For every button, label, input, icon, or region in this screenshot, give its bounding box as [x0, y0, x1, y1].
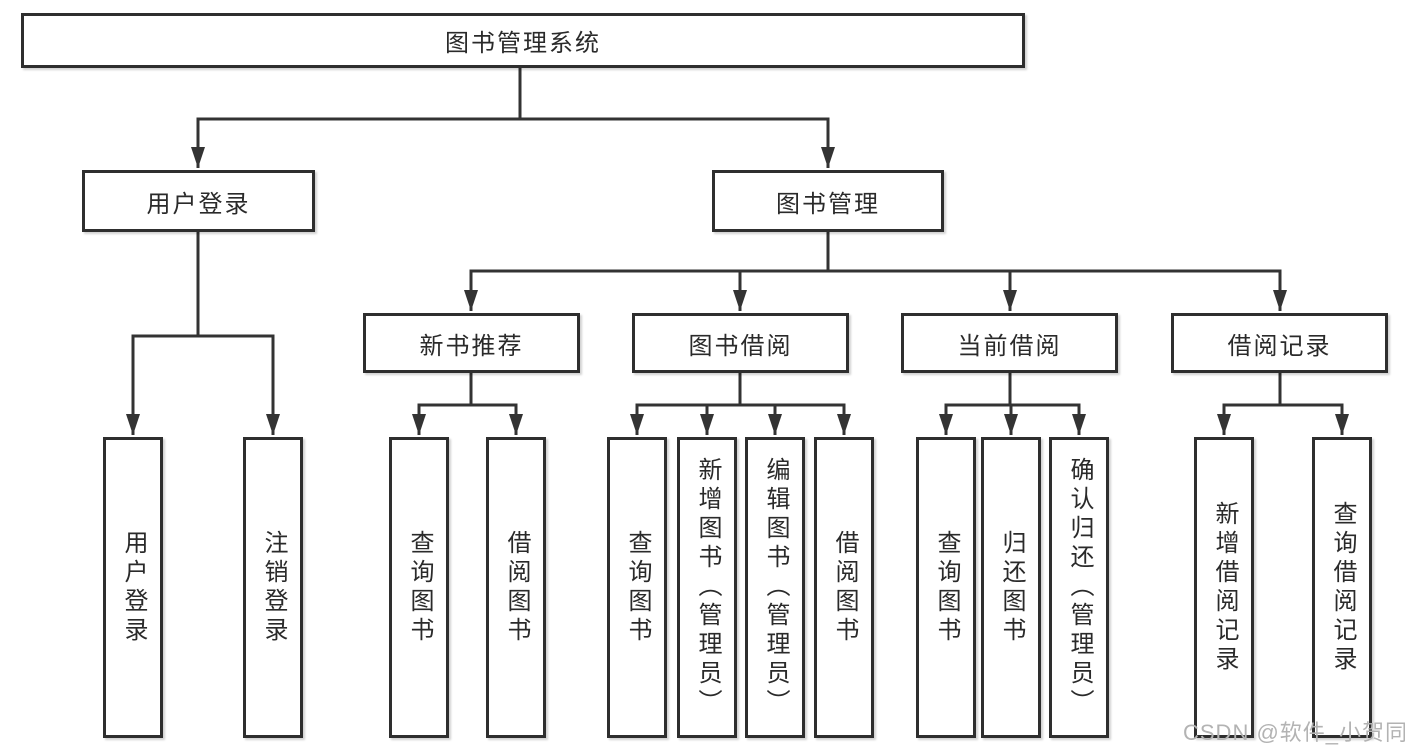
leaf-add-borrow-record: 新增借阅记录: [1194, 437, 1254, 738]
leaf-query-books-current: 查询图书: [916, 437, 976, 738]
leaf-edit-books-admin: 编辑图书（管理员）: [745, 437, 805, 738]
node-borrow-records: 借阅记录: [1171, 313, 1388, 373]
leaf-query-books-borrow: 查询图书: [607, 437, 667, 738]
node-new-book-recommend: 新书推荐: [363, 313, 580, 373]
csdn-watermark: CSDN @软件_小贺同学: [1183, 720, 1405, 745]
leaf-user-login-label: 用户登录: [120, 529, 147, 646]
leaf-add-borrow-record-label: 新增借阅记录: [1211, 500, 1238, 675]
leaf-confirm-return-admin-label: 确认归还（管理员）: [1066, 457, 1093, 718]
leaf-borrow-books-recommend: 借阅图书: [486, 437, 546, 738]
leaf-logout-login: 注销登录: [243, 437, 303, 738]
leaf-add-books-admin: 新增图书（管理员）: [677, 437, 737, 738]
leaf-query-books-recommend: 查询图书: [389, 437, 449, 738]
node-user-login: 用户登录: [82, 170, 315, 232]
leaf-query-borrow-record: 查询借阅记录: [1312, 437, 1372, 738]
leaf-query-books-recommend-label: 查询图书: [406, 529, 433, 646]
leaf-edit-books-admin-label: 编辑图书（管理员）: [762, 457, 789, 718]
leaf-query-books-current-label: 查询图书: [933, 529, 960, 646]
node-current-borrow-label: 当前借阅: [957, 332, 1062, 360]
node-book-management: 图书管理: [712, 170, 944, 232]
node-root-label: 图书管理系统: [445, 30, 601, 57]
node-new-book-recommend-label: 新书推荐: [419, 332, 524, 360]
node-book-borrow: 图书借阅: [632, 313, 849, 373]
leaf-borrow-books-label: 借阅图书: [831, 529, 858, 646]
leaf-query-borrow-record-label: 查询借阅记录: [1329, 500, 1356, 675]
leaf-borrow-books-recommend-label: 借阅图书: [503, 529, 530, 646]
leaf-query-books-borrow-label: 查询图书: [624, 529, 651, 646]
node-root: 图书管理系统: [21, 13, 1025, 68]
node-user-login-label: 用户登录: [146, 190, 251, 218]
node-book-borrow-label: 图书借阅: [688, 332, 793, 360]
node-book-management-label: 图书管理: [776, 190, 880, 218]
leaf-add-books-admin-label: 新增图书（管理员）: [694, 457, 721, 718]
leaf-borrow-books: 借阅图书: [814, 437, 874, 738]
leaf-confirm-return-admin: 确认归还（管理员）: [1049, 437, 1109, 738]
leaf-user-login: 用户登录: [103, 437, 163, 738]
leaf-logout-login-label: 注销登录: [260, 529, 287, 646]
leaf-return-books: 归还图书: [981, 437, 1041, 738]
node-borrow-records-label: 借阅记录: [1227, 332, 1332, 360]
leaf-return-books-label: 归还图书: [998, 529, 1025, 646]
node-current-borrow: 当前借阅: [901, 313, 1118, 373]
